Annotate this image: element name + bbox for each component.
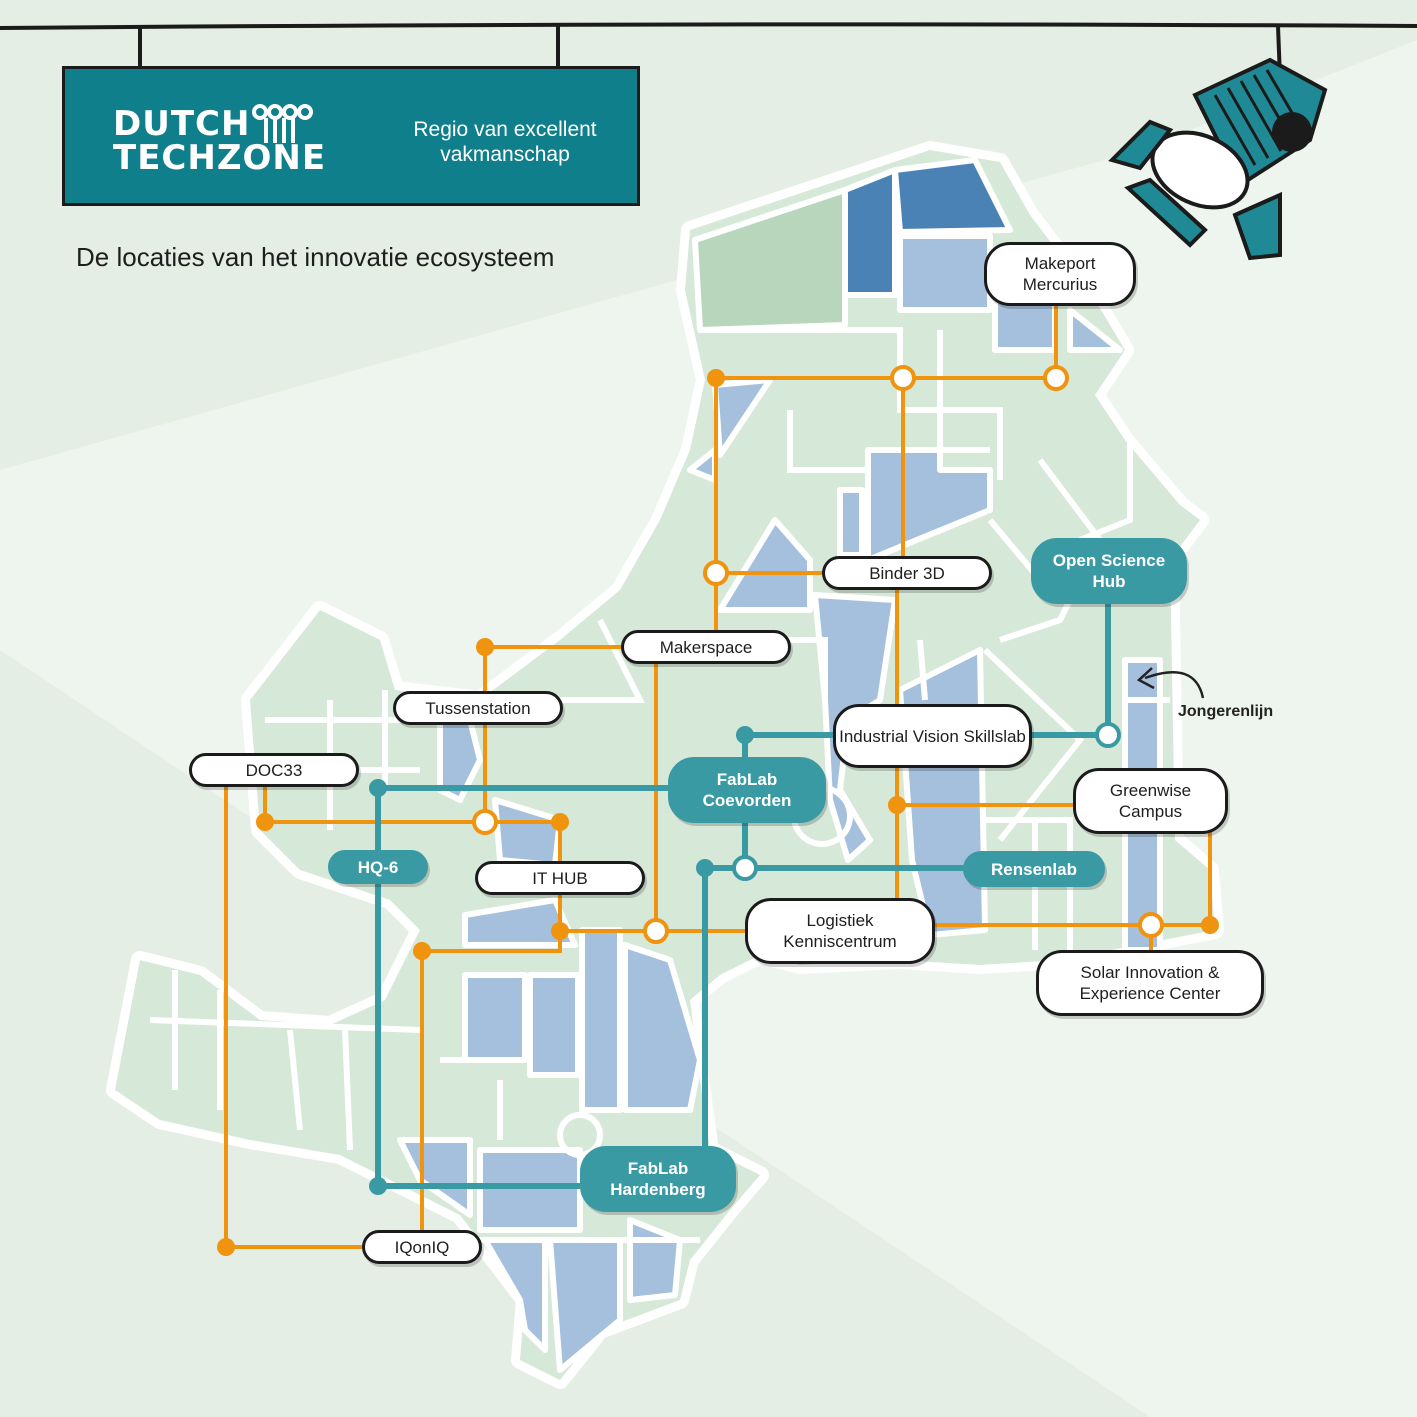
location-makerspace[interactable]: Makerspace [621, 630, 791, 664]
area-blue-17 [579, 927, 623, 1113]
area-blue-20 [477, 1147, 583, 1233]
area-blue-1 [897, 233, 993, 313]
location-makeport-mercurius[interactable]: Makeport Mercurius [984, 242, 1136, 306]
roundabout-hardenberg [557, 1112, 603, 1158]
area-blue-14 [462, 897, 578, 948]
area-blue-19 [397, 1137, 473, 1218]
spotlight-lamp-icon [1108, 25, 1328, 261]
jongerenlijn-arrowhead [1136, 667, 1155, 690]
logo-pillar-icon [252, 104, 313, 143]
logo-line-1: DUTCH [113, 104, 251, 144]
road-grid [149, 327, 1170, 1243]
location-greenwise-campus[interactable]: Greenwise Campus [1073, 768, 1228, 834]
area-blue-18 [622, 942, 703, 1113]
location-fablab-hardenberg[interactable]: FabLab Hardenberg [580, 1146, 736, 1212]
location-hq6[interactable]: HQ-6 [328, 850, 428, 884]
jongerenlijn-label: Jongerenlijn [1178, 703, 1274, 720]
location-it-hub[interactable]: IT HUB [475, 861, 645, 895]
location-binder-3d[interactable]: Binder 3D [822, 556, 992, 590]
logo-line-2: TECHZONE [113, 138, 327, 178]
area-darkblue-2 [892, 157, 1013, 235]
area-blue-3 [1067, 307, 1123, 353]
location-iqoniq[interactable]: IQonIQ [362, 1230, 482, 1264]
area-blue-7 [717, 517, 813, 613]
location-open-science-hub[interactable]: Open Science Hub [1031, 538, 1187, 604]
area-blue-8 [837, 487, 865, 558]
dutch-techzone-logo: DUTCH TECHZONE [113, 107, 326, 175]
teal-nodes [369, 722, 1121, 1195]
jongerenlijn-arrow [1144, 670, 1205, 699]
area-blue-22 [547, 1237, 623, 1373]
location-logistiek-kenniscentrum[interactable]: Logistiek Kenniscentrum [745, 898, 935, 964]
area-blue-2 [992, 297, 1058, 353]
orange-nodes [217, 365, 1219, 1256]
location-fablab-coevorden[interactable]: FabLab Coevorden [668, 757, 826, 823]
area-green-north [692, 187, 848, 333]
location-industrial-vision-skillslab[interactable]: Industrial Vision Skillslab [833, 704, 1032, 768]
hanging-wire [0, 22, 1417, 30]
header-tagline: Regio van excellent vakmanschap [413, 118, 597, 166]
area-blue-15 [462, 972, 528, 1063]
location-rensenlab[interactable]: Rensenlab [963, 851, 1105, 887]
area-darkblue-1 [842, 167, 898, 298]
area-blue-16 [527, 972, 581, 1078]
location-solar-innovation-center[interactable]: Solar Innovation & Experience Center [1036, 950, 1264, 1016]
location-doc33[interactable]: DOC33 [189, 753, 359, 787]
header-sign: DUTCH TECHZONE Regio van excellent vakma… [62, 66, 640, 206]
page-subtitle: De locaties van het innovatie ecosysteem [76, 242, 555, 272]
location-tussenstation[interactable]: Tussenstation [393, 691, 563, 725]
